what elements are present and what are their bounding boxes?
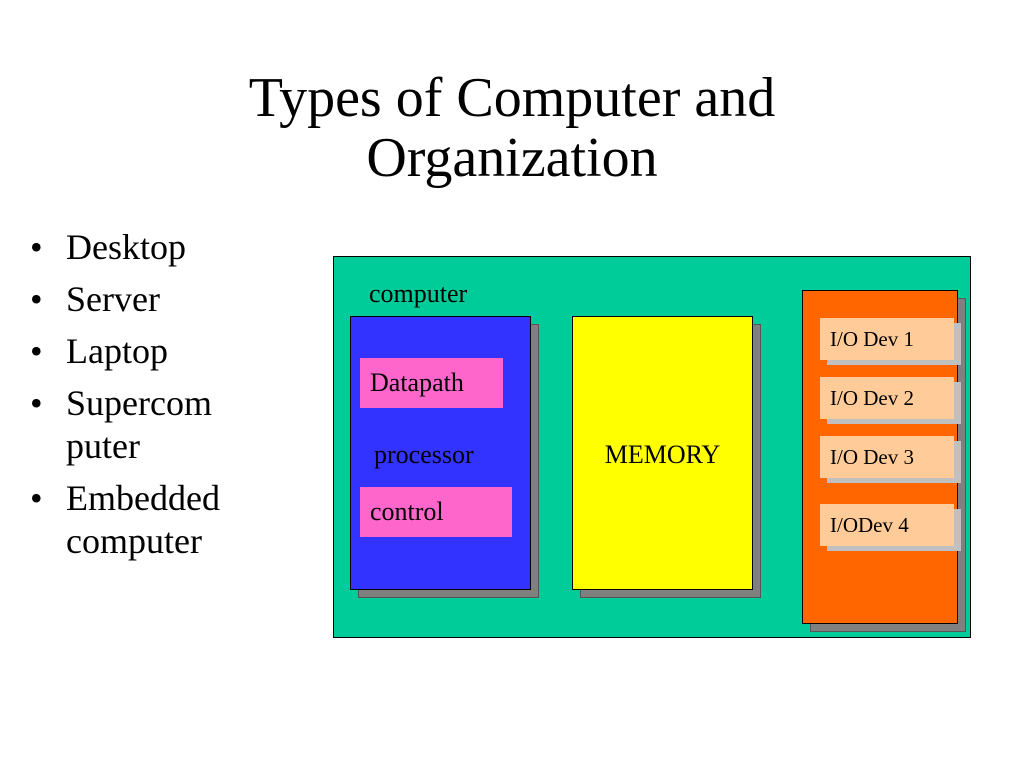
- bullet-marker: •: [30, 279, 43, 319]
- memory-label: MEMORY: [604, 440, 721, 469]
- list-item-embedded-computer: • Embedded computer: [28, 477, 328, 563]
- io-device-4: I/ODev 4: [820, 504, 954, 546]
- list-item-label: Desktop: [66, 227, 186, 267]
- list-item-laptop: • Laptop: [28, 330, 328, 373]
- bullet-marker: •: [30, 478, 43, 518]
- slide-title-line-1: Types of Computer and: [248, 67, 776, 129]
- computer-label: computer: [369, 279, 468, 308]
- list-item-label-line-1: Supercom: [66, 383, 212, 423]
- list-item-label-line-2: computer: [66, 521, 202, 561]
- bullet-marker: •: [30, 227, 43, 267]
- processor-label: processor: [374, 440, 474, 469]
- computer-types-list: • Desktop • Server • Laptop • Supercom p…: [28, 226, 328, 572]
- control-unit: control: [360, 487, 512, 537]
- list-item-label-line-1: Embedded: [66, 478, 220, 518]
- list-item-label: Server: [66, 279, 160, 319]
- list-item-supercomputer: • Supercom puter: [28, 382, 328, 468]
- memory-box: [572, 316, 753, 590]
- list-item-label: Laptop: [66, 331, 168, 371]
- io-device-2: I/O Dev 2: [820, 377, 954, 419]
- list-item-label-line-2: puter: [66, 426, 140, 466]
- list-item-desktop: • Desktop: [28, 226, 328, 269]
- slide-title-line-2: Organization: [366, 127, 658, 189]
- io-device-3: I/O Dev 3: [820, 436, 954, 478]
- slide-title: Types of Computer and Organization: [0, 68, 1024, 188]
- list-item-server: • Server: [28, 278, 328, 321]
- bullet-marker: •: [30, 383, 43, 423]
- datapath-unit: Datapath: [360, 358, 503, 408]
- bullet-marker: •: [30, 331, 43, 371]
- computer-organization-diagram: computer Datapath processor control MEMO…: [333, 256, 971, 638]
- io-device-1: I/O Dev 1: [820, 318, 954, 360]
